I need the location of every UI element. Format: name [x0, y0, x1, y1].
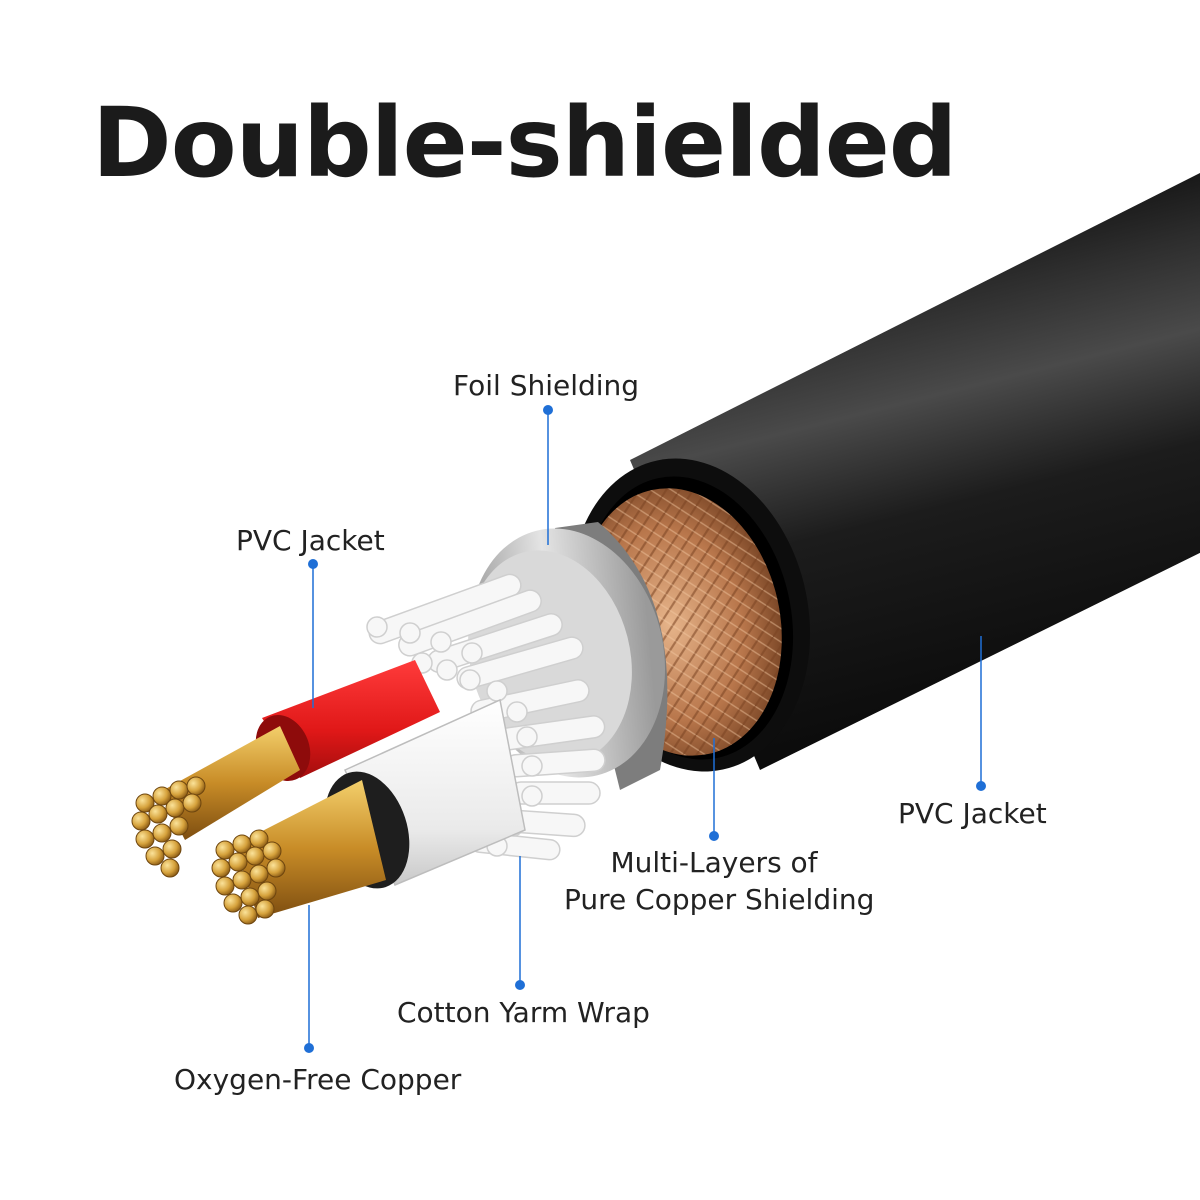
leader-cotton-yarn-wrap — [515, 856, 525, 990]
leader-multi-layers — [709, 738, 719, 841]
label-multi-layers-line2: Pure Copper Shielding — [564, 882, 875, 916]
leader-pvc-jacket-inner — [308, 559, 318, 708]
label-foil-shielding: Foil Shielding — [453, 369, 640, 402]
label-pvc-jacket-inner: PVC Jacket — [236, 524, 385, 557]
copper-strands-bundle-2 — [211, 829, 286, 925]
page-title: Double-shielded — [92, 87, 958, 199]
copper-strands-bundle-1 — [131, 776, 206, 878]
label-multi-layers: Multi-Layers of Pure Copper Shielding — [564, 845, 875, 919]
label-multi-layers-line1: Multi-Layers of — [610, 846, 818, 879]
leader-pvc-jacket-outer — [976, 636, 986, 791]
label-oxygen-free-copper: Oxygen-Free Copper — [174, 1063, 462, 1096]
label-pvc-jacket-outer: PVC Jacket — [898, 797, 1047, 830]
leader-oxygen-free-copper — [304, 905, 314, 1053]
label-cotton-yarn-wrap: Cotton Yarm Wrap — [397, 996, 650, 1029]
leader-foil-shielding — [543, 405, 553, 545]
